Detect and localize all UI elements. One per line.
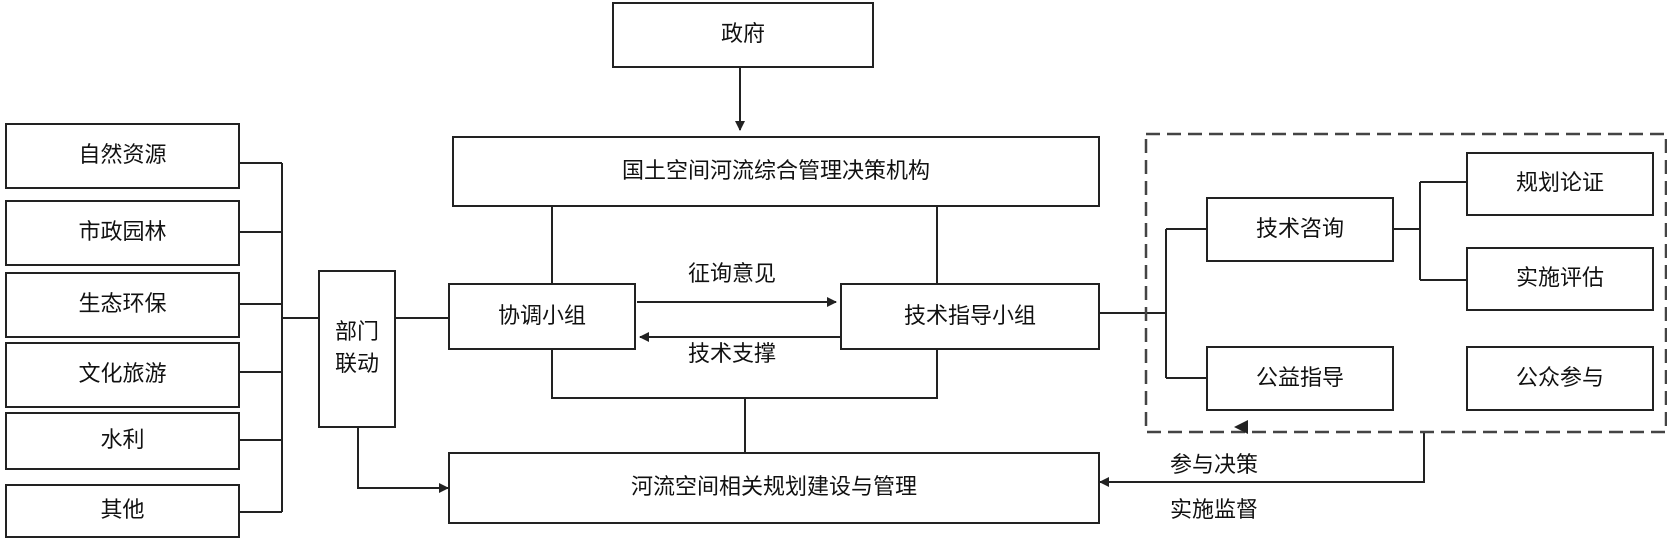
department-box-culture-tourism: 文化旅游	[5, 342, 240, 408]
planning-management-label: 河流空间相关规划建设与管理	[630, 475, 917, 501]
dept-linkage-label-line1: 部门	[334, 320, 379, 346]
coordination-group-label: 协调小组	[497, 303, 586, 329]
implementation-eval-box: 实施评估	[1466, 247, 1654, 311]
plan-demonstration-label: 规划论证	[1515, 171, 1604, 197]
decision-body-box: 国土空间河流综合管理决策机构	[452, 136, 1100, 207]
coordination-group-box: 协调小组	[448, 283, 636, 350]
department-label: 自然资源	[78, 143, 167, 169]
public-participation-label: 公众参与	[1515, 365, 1604, 391]
plan-demonstration-box: 规划论证	[1466, 152, 1654, 216]
implementation-eval-label: 实施评估	[1515, 266, 1604, 292]
consult-opinion-label: 征询意见	[688, 262, 777, 287]
tech-support-label: 技术支撑	[688, 342, 777, 367]
department-label: 市政园林	[78, 220, 167, 246]
arrow-cluster-to-planning	[1099, 433, 1425, 487]
public-cluster-dashed	[1144, 132, 1667, 434]
tech-consult-label: 技术咨询	[1255, 216, 1344, 242]
department-label: 生态环保	[78, 292, 167, 318]
decision-body-label: 国土空间河流综合管理决策机构	[621, 158, 930, 184]
government-box: 政府	[612, 2, 874, 68]
public-guidance-label: 公益指导	[1255, 365, 1344, 391]
dept-linkage-label-line2: 联动	[334, 352, 379, 377]
technical-group-box: 技术指导小组	[840, 283, 1100, 350]
public-participation-box: 公众参与	[1466, 346, 1654, 411]
department-box-other: 其他	[5, 484, 240, 538]
public-guidance-box: 公益指导	[1206, 346, 1394, 411]
department-box-natural-resources: 自然资源	[5, 123, 240, 189]
department-box-ecology: 生态环保	[5, 272, 240, 338]
department-box-municipal-gardens: 市政园林	[5, 200, 240, 266]
dashed-arrowhead	[1234, 420, 1248, 434]
department-label: 其他	[100, 498, 145, 524]
dept-linkage-box: 部门 联动	[318, 270, 396, 428]
implementation-supervision-label: 实施监督	[1170, 498, 1259, 523]
tech-consult-box: 技术咨询	[1206, 197, 1394, 262]
department-box-water: 水利	[5, 412, 240, 470]
government-label: 政府	[720, 22, 765, 48]
planning-management-box: 河流空间相关规划建设与管理	[448, 452, 1100, 524]
arrow-linkage-to-planning	[357, 428, 449, 493]
department-label: 水利	[100, 428, 145, 454]
technical-group-label: 技术指导小组	[903, 303, 1036, 329]
participate-decision-label: 参与决策	[1170, 453, 1259, 478]
department-label: 文化旅游	[78, 362, 167, 388]
